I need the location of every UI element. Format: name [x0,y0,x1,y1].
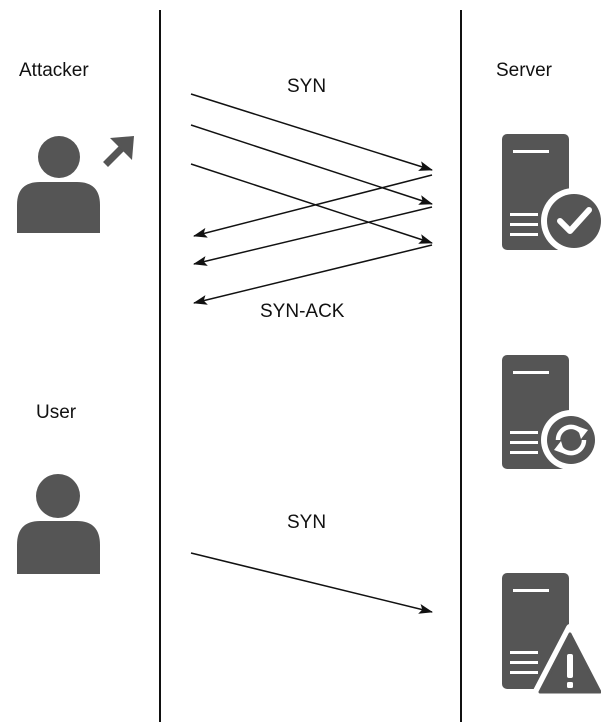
syn-ack-arrow-3 [193,244,433,305]
syn-ack-label: SYN-ACK [260,301,345,322]
user-person-icon [17,474,100,574]
syn-arrow-2 [190,124,433,205]
syn-ack-arrow-1 [193,174,433,238]
server-label: Server [496,60,552,81]
syn-label: SYN [287,76,327,97]
attacker-label: Attacker [19,60,89,81]
arrow-up-right-icon [103,136,134,167]
server-warning-icon [502,573,601,701]
user-syn-arrow [190,552,433,614]
user-label: User [36,402,77,423]
syn-arrow-3 [190,163,433,244]
server-sync-icon [502,355,601,470]
server-check-icon [502,134,601,254]
attacker-person-icon [17,136,134,233]
syn-arrow-1 [190,93,433,171]
user-syn-label: SYN [287,512,327,533]
syn-ack-arrow-2 [193,206,433,266]
